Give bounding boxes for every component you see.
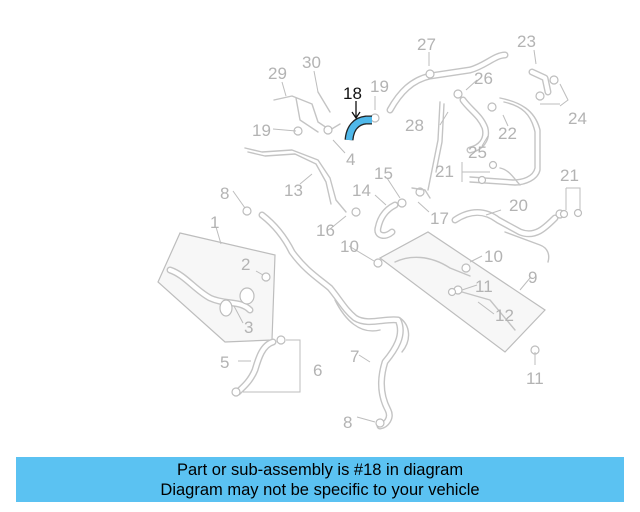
callout-30: 30 — [302, 53, 321, 72]
callout-11b: 11 — [526, 369, 544, 388]
callout-3: 3 — [244, 318, 253, 337]
callout-11a: 11 — [475, 277, 493, 296]
callout-25: 25 — [468, 143, 487, 162]
part-18-leader-arrow — [351, 101, 361, 120]
callout-27: 27 — [417, 35, 436, 54]
part-1-housing — [157, 232, 276, 343]
callout-21a: 21 — [435, 162, 454, 181]
callout-2: 2 — [241, 255, 250, 274]
callout-10b: 10 — [484, 247, 503, 266]
callout-19b: 19 — [370, 77, 389, 96]
callout-9: 9 — [528, 268, 537, 287]
callout-1: 1 — [210, 213, 219, 232]
callout-7: 7 — [350, 347, 359, 366]
callout-4: 4 — [346, 150, 355, 169]
callout-12: 12 — [495, 306, 514, 325]
callout-13: 13 — [284, 181, 303, 200]
callout-23: 23 — [517, 32, 536, 51]
banner-line-1: Part or sub-assembly is #18 in diagram — [176, 461, 464, 479]
banner-line-2: Diagram may not be specific to your vehi… — [160, 481, 480, 499]
callout-29: 29 — [268, 64, 287, 83]
callout-22: 22 — [498, 124, 517, 143]
parts-diagram: 1 2 3 4 5 6 7 8 8 9 10 10 11 11 12 13 14… — [157, 32, 587, 432]
callout-6: 6 — [313, 361, 322, 380]
callout-16: 16 — [316, 221, 335, 240]
callout-20: 20 — [509, 196, 528, 215]
callout-15: 15 — [374, 164, 393, 183]
callout-10a: 10 — [340, 237, 359, 256]
callout-24: 24 — [568, 109, 587, 128]
callout-labels: 1 2 3 4 5 6 7 8 8 9 10 10 11 11 12 13 14… — [210, 32, 587, 432]
info-banner: Part or sub-assembly is #18 in diagram D… — [16, 457, 624, 502]
callout-28: 28 — [405, 116, 424, 135]
callout-19a: 19 — [252, 121, 271, 140]
callout-21b: 21 — [560, 166, 579, 185]
callout-5: 5 — [220, 353, 229, 372]
callout-8a: 8 — [220, 184, 229, 203]
callout-8b: 8 — [343, 413, 352, 432]
callout-17: 17 — [430, 209, 449, 228]
callout-18: 18 — [343, 84, 362, 103]
callout-26: 26 — [474, 69, 493, 88]
callout-14: 14 — [352, 181, 371, 200]
